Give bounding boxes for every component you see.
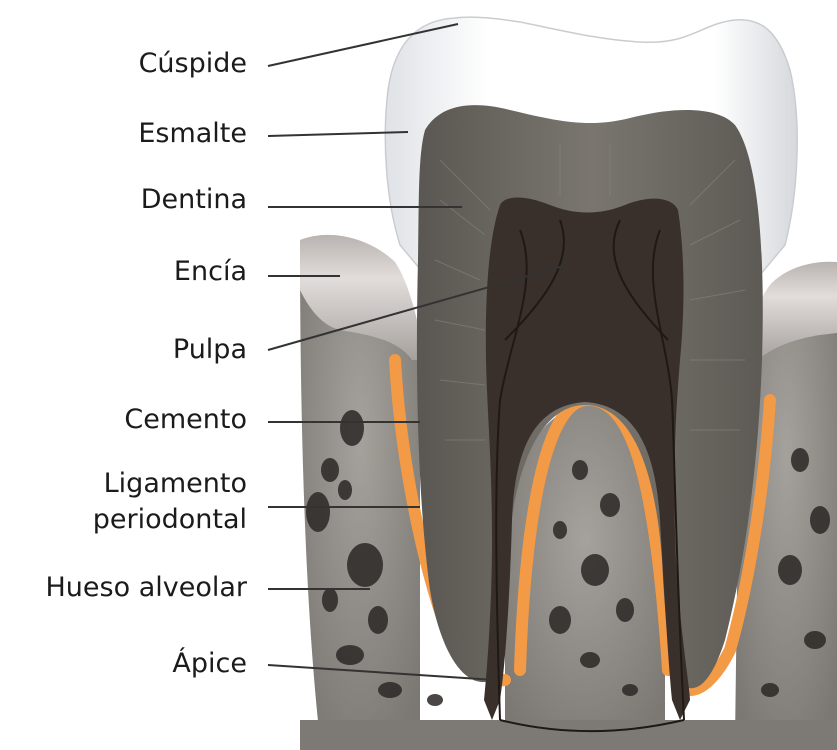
label-encia: Encía bbox=[174, 256, 247, 288]
label-esmalte: Esmalte bbox=[138, 118, 247, 150]
label-ligamento-line1: Ligamento bbox=[93, 468, 247, 500]
label-dentina: Dentina bbox=[141, 184, 247, 216]
label-ligamento-line2: periodontal bbox=[93, 504, 247, 536]
label-pulpa: Pulpa bbox=[173, 334, 247, 366]
label-cemento: Cemento bbox=[124, 404, 247, 436]
label-apice: Ápice bbox=[172, 648, 247, 680]
label-ligamento: Ligamento periodontal bbox=[93, 468, 247, 536]
label-cuspide: Cúspide bbox=[139, 48, 247, 80]
label-hueso: Hueso alveolar bbox=[46, 572, 248, 604]
